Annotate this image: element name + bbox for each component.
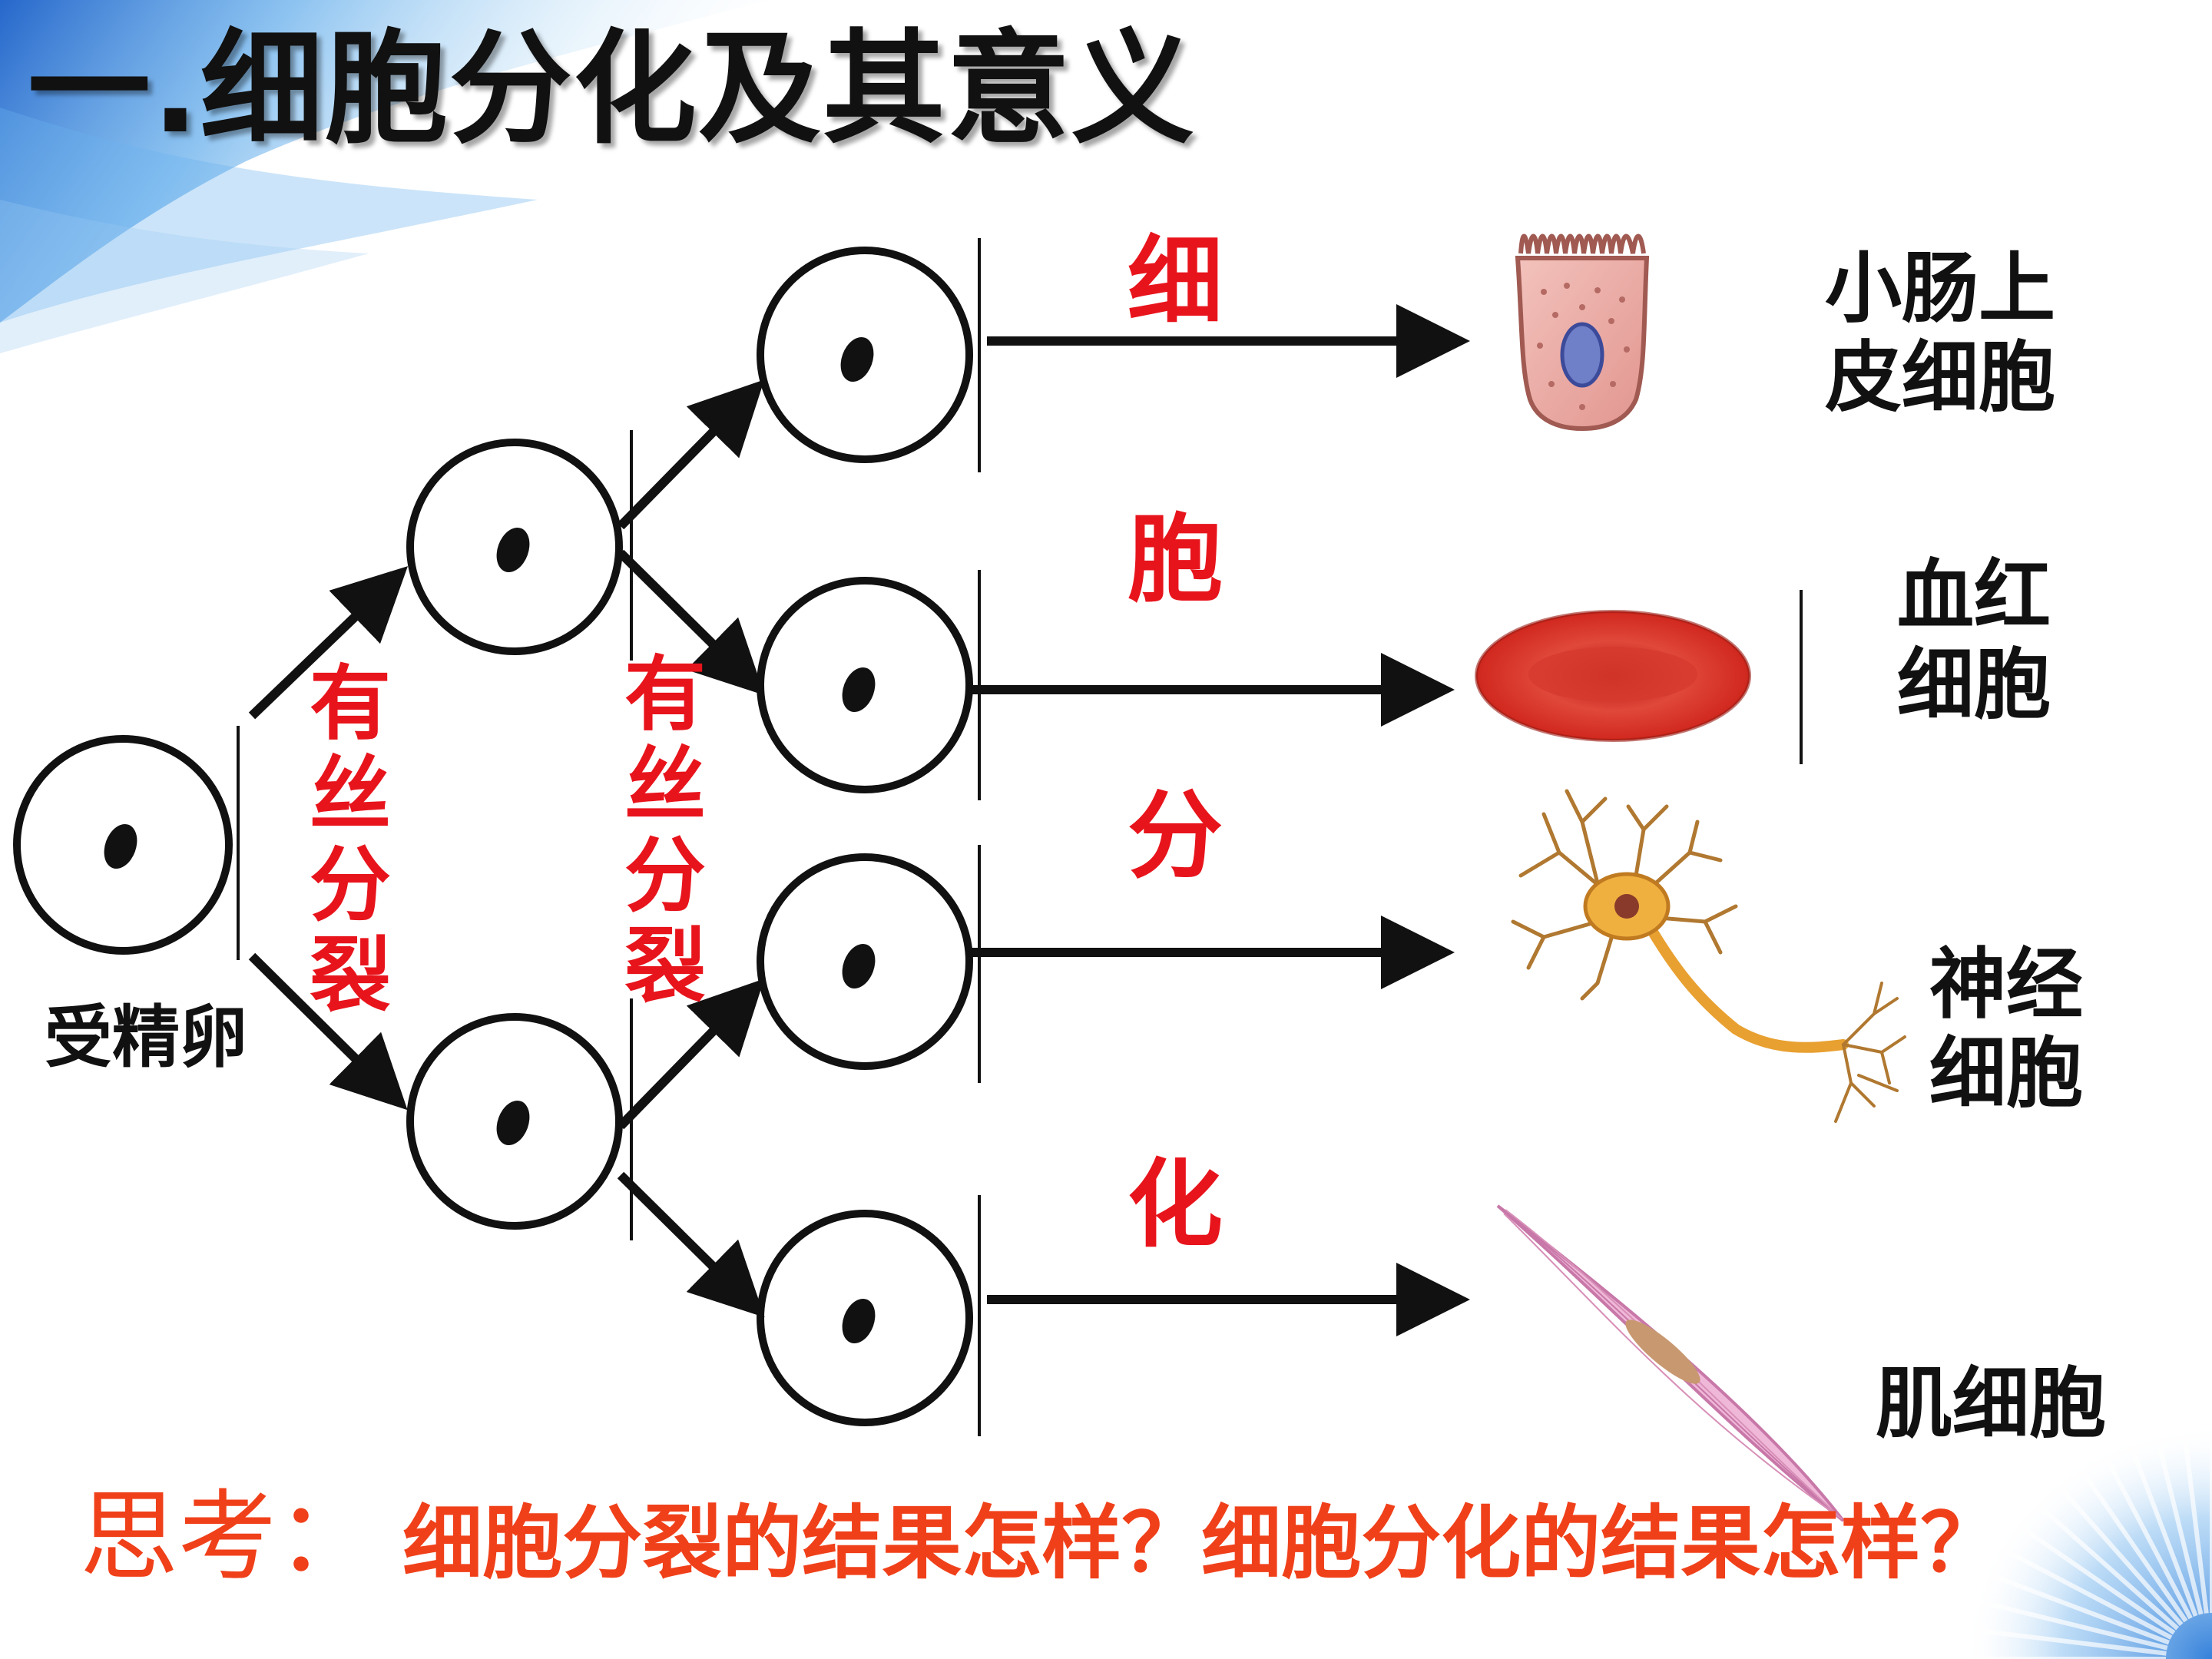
red-blood-cell-icon xyxy=(1475,610,1751,742)
cell-type-label-neuron: 神经 细胞 xyxy=(1929,939,2083,1118)
gen1-cell-bottom xyxy=(406,1013,623,1230)
gen1-cell-top xyxy=(406,439,623,655)
arrow-bottom-to-gen2-3 xyxy=(617,979,765,1130)
arrow-top-to-gen2-2 xyxy=(617,549,765,696)
gen2-cell-3 xyxy=(757,853,973,1070)
zygote-label: 受精卵 xyxy=(45,998,248,1077)
question-prefix: 思考： xyxy=(80,1480,376,1594)
arrow-zygote-to-bottom xyxy=(248,952,408,1111)
intestinal-epithelial-cell-icon xyxy=(1515,233,1650,432)
mitosis-label-1: 有 丝 分 裂 xyxy=(310,657,391,1023)
gen2-cell-4 xyxy=(757,1210,973,1426)
differentiation-char-4: 化 xyxy=(1128,1150,1224,1260)
cell-type-label-rbc: 血红 细胞 xyxy=(1897,551,2051,730)
arrow-zygote-to-top xyxy=(248,566,408,720)
page-title: 一.细胞分化及其意义 xyxy=(28,17,1196,161)
cell-type-label-intestinal: 小肠上 皮细胞 xyxy=(1825,243,2055,422)
differentiation-char-3: 分 xyxy=(1128,781,1224,892)
gen2-cell-2 xyxy=(757,577,973,793)
gen2-cell-1 xyxy=(757,247,973,463)
differentiation-char-1: 细 xyxy=(1128,227,1224,337)
question-line: 思考： 细胞分裂的结果怎样？细胞分化的结果怎样？ xyxy=(80,1482,2000,1592)
neuron-icon xyxy=(1511,789,1906,1123)
arrow-bottom-to-gen2-4 xyxy=(617,1171,765,1318)
cell-type-label-muscle: 肌细胞 xyxy=(1876,1359,2106,1449)
differentiation-char-2: 胞 xyxy=(1128,505,1224,615)
muscle-cell-icon xyxy=(1496,1204,1845,1522)
arrow-top-to-gen2-1 xyxy=(617,379,765,530)
question-text: 细胞分裂的结果怎样？细胞分化的结果怎样？ xyxy=(375,1496,2001,1590)
zygote-cell xyxy=(13,735,233,955)
mitosis-label-2: 有 丝 分 裂 xyxy=(624,647,706,1014)
